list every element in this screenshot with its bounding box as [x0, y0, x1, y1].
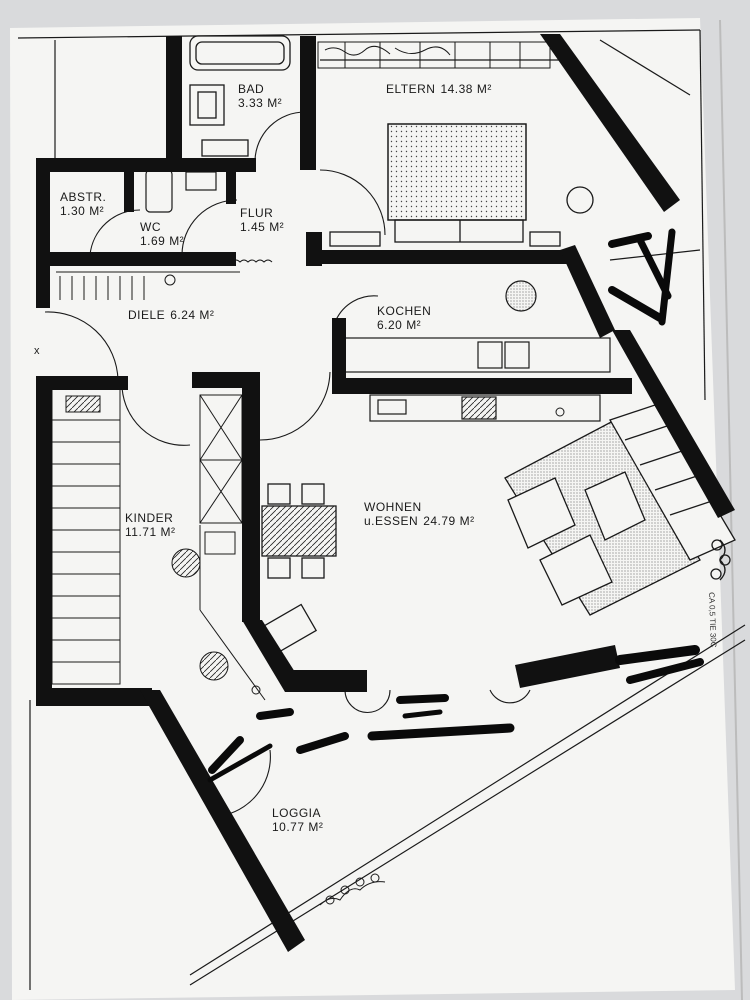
room-label-abstr: ABSTR. 1.30 M²: [60, 190, 107, 218]
bathtub: [189, 35, 291, 157]
room-label-loggia: LOGGIA 10.77 M²: [272, 806, 324, 834]
kinder-bed: [51, 387, 266, 701]
living-room-furniture: [504, 404, 736, 616]
plant-symbol: [251, 407, 565, 906]
door-mark: x: [34, 345, 40, 357]
redaction-scribbles: [207, 228, 704, 783]
wardrobe-top: [317, 41, 551, 69]
room-label-kinder: KINDER 11.71 M²: [125, 511, 176, 539]
diele-storage: [56, 259, 273, 300]
double-bed: [329, 123, 594, 247]
room-label-bad: BAD 3.33 M²: [238, 82, 283, 110]
room-label-flur: FLUR 1.45 M²: [240, 206, 285, 234]
room-label-wc: WC 1.69 M²: [140, 220, 185, 248]
dining-table: [256, 483, 337, 657]
door-arcs: [44, 111, 531, 816]
room-label-kochen: KOCHEN 6.20 M²: [377, 304, 432, 332]
kitchen-counters: [344, 280, 611, 422]
margin-note: CA 0,5 TIE 30C: [707, 592, 718, 648]
walls: [36, 34, 735, 952]
